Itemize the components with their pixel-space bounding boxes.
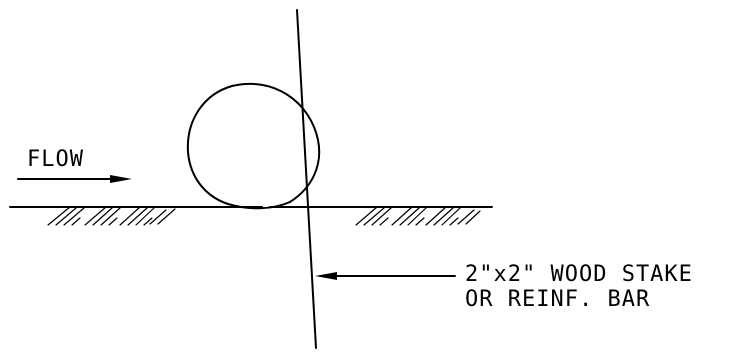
soil-hatch-left — [47, 206, 176, 226]
fiber-roll-log — [186, 82, 321, 210]
callout-text-line-1: 2"x2" WOOD STAKE — [465, 262, 693, 287]
flow-label: FLOW — [27, 147, 84, 172]
flow-arrow — [17, 175, 132, 183]
callout-text-line-2: OR REINF. BAR — [465, 287, 650, 312]
soil-hatch-right — [355, 206, 481, 226]
callout-leader-arrow — [315, 272, 456, 280]
wood-stake — [296, 9, 317, 349]
